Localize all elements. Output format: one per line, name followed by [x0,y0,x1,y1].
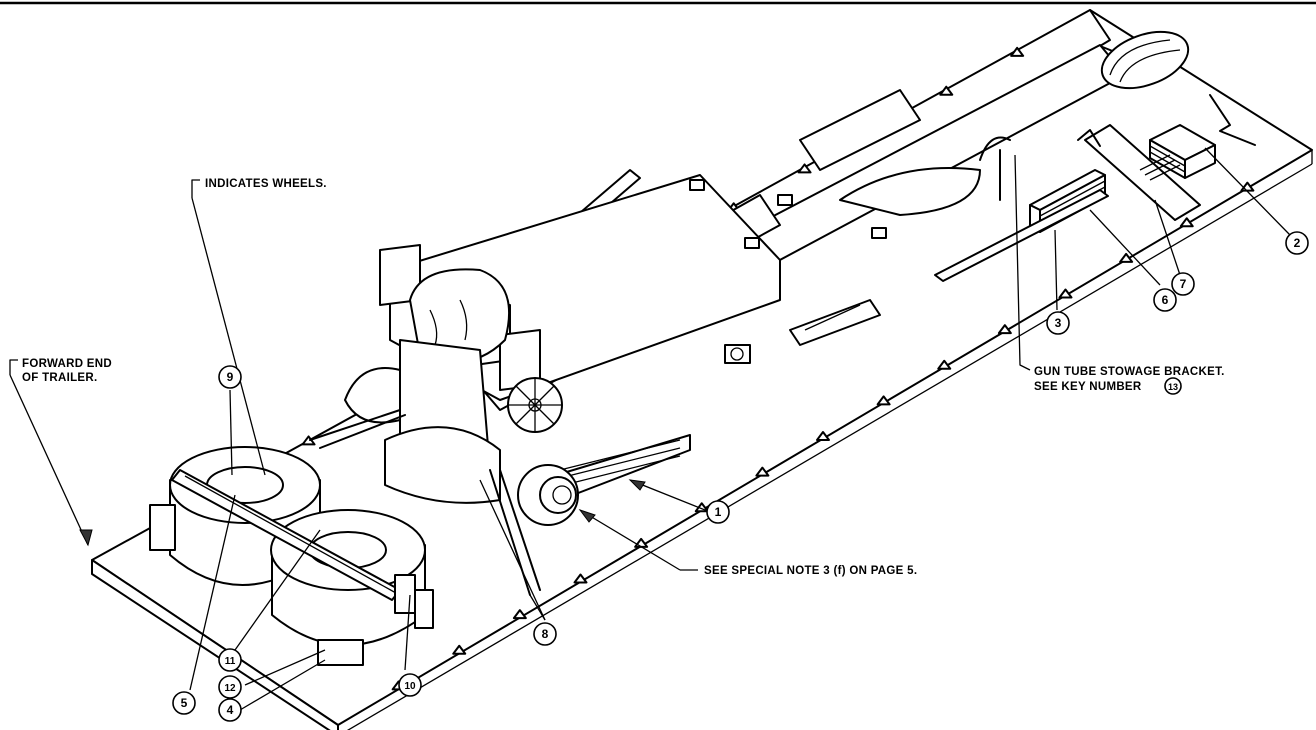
deck-cleat [816,431,830,441]
deck-cleat [937,359,952,370]
deck-cleat [939,85,954,96]
key-number-2: 2 [1285,231,1309,255]
svg-text:6: 6 [1162,293,1169,307]
key-number-8: 8 [533,622,557,646]
label-forward-end-line1: FORWARD END [22,358,112,370]
label-gun-tube-line2: SEE KEY NUMBER [1034,381,1142,393]
svg-text:5: 5 [181,696,188,710]
svg-text:9: 9 [227,370,234,384]
key-number-4: 4 [218,698,242,722]
deck-cleat [1119,252,1134,263]
gun-tube-key-ref: 13 [1164,377,1182,395]
key-number-9: 9 [218,365,242,389]
key-number-5: 5 [172,691,196,715]
label-forward-end-line2: OF TRAILER. [22,372,98,384]
key-number-7: 7 [1171,272,1195,296]
leader-lines [9,147,1291,711]
deck-cleat [573,573,588,584]
key-number-10: 10 [398,673,422,697]
wheel-holddown-bar [171,469,401,601]
label-special-note: SEE SPECIAL NOTE 3 (f) ON PAGE 5. [704,565,917,577]
svg-text:13: 13 [1168,382,1178,392]
label-gun-tube-line1: GUN TUBE STOWAGE BRACKET. [1034,366,1225,378]
deck-cleat [1010,46,1025,57]
label-indicates-wheels: INDICATES WHEELS. [205,178,327,190]
svg-text:8: 8 [542,627,549,641]
deck-cleat [452,644,467,655]
svg-text:4: 4 [227,703,234,717]
key-number-12: 12 [218,675,242,699]
recoil-mechanism [344,367,691,526]
lumber-stack-2 [1149,124,1216,179]
deck-cleat [997,324,1012,335]
deck-cleat [1058,288,1073,299]
wheel-blocks [149,504,434,666]
key-number-1: 1 [706,500,730,524]
svg-text:3: 3 [1055,316,1062,330]
carriage-body [379,174,887,504]
deck-cleat [512,609,527,620]
deck-cleat [755,466,770,477]
deck-cleat [1179,217,1194,228]
key-number-3: 3 [1046,311,1070,335]
svg-text:2: 2 [1294,236,1301,250]
handwheel [507,377,563,433]
svg-text:10: 10 [404,681,416,692]
svg-text:7: 7 [1180,277,1187,291]
wheel-rear [270,509,426,646]
skid-board [934,189,1109,282]
deck-cleat [797,163,812,174]
key-number-11: 11 [218,648,242,672]
svg-text:1: 1 [715,505,722,519]
key-number-6: 6 [1153,288,1177,312]
support-bracket [1077,124,1201,221]
deck-cleat [876,395,891,406]
svg-text:11: 11 [225,656,236,667]
svg-text:12: 12 [224,683,236,694]
